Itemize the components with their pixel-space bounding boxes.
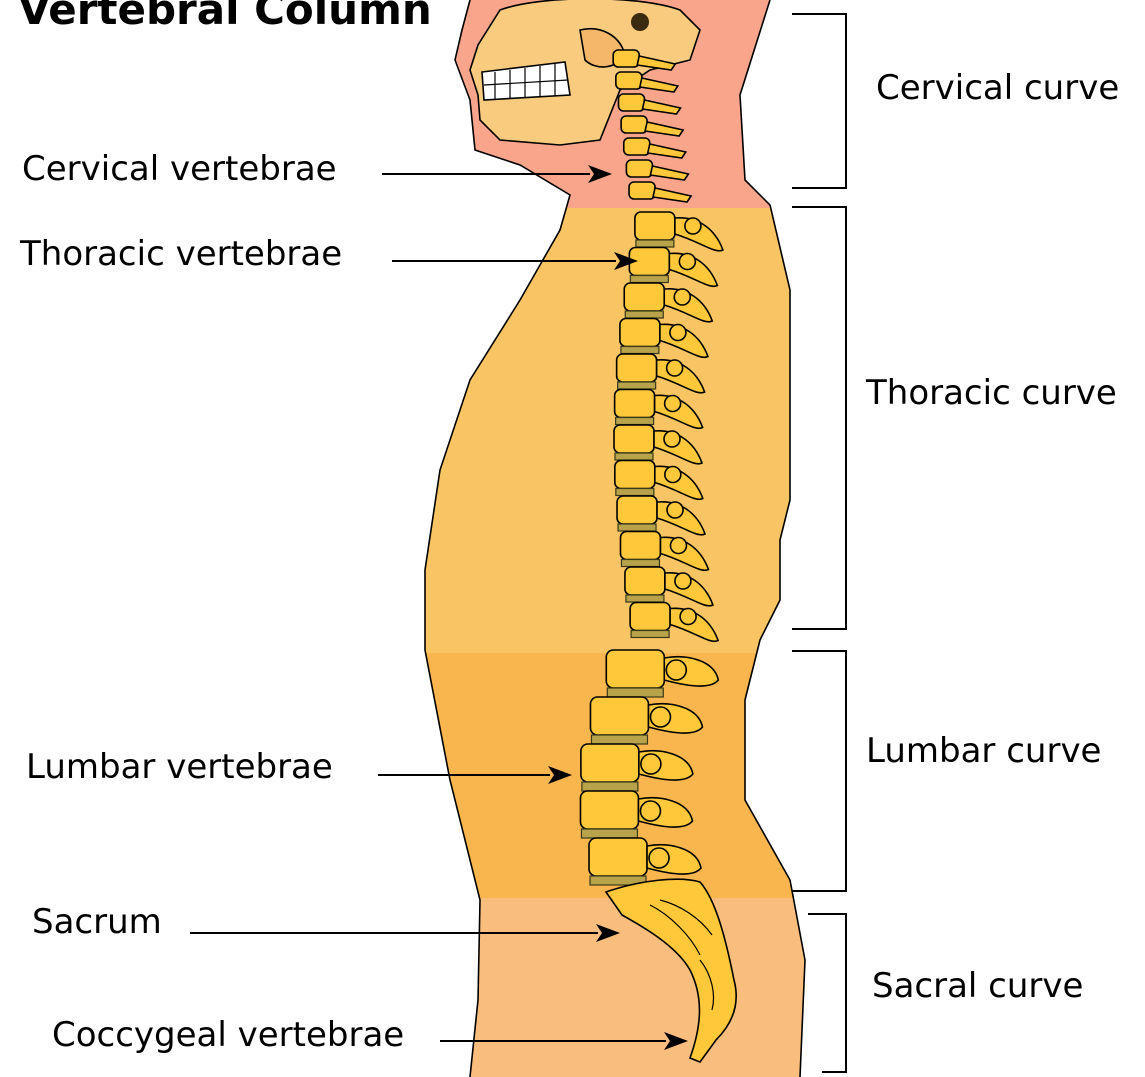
transverse-process <box>674 289 690 305</box>
intervertebral-disc <box>607 688 663 697</box>
transverse-process <box>675 573 691 589</box>
intervertebral-disc <box>616 489 654 496</box>
bracket-sacral-curve <box>808 914 846 1072</box>
lumbar-vertebra <box>589 838 647 876</box>
intervertebral-disc <box>616 418 654 425</box>
label-lumbar-curve: Lumbar curve <box>866 731 1101 771</box>
intervertebral-disc <box>582 782 638 791</box>
intervertebral-disc <box>630 276 668 283</box>
cervical-vertebra <box>616 72 642 89</box>
transverse-process <box>666 660 686 680</box>
transverse-process <box>685 218 701 234</box>
lumbar-vertebra <box>606 650 664 688</box>
label-lumbar-vertebrae: Lumbar vertebrae <box>26 747 333 787</box>
label-cervical-vertebrae: Cervical vertebrae <box>22 149 337 189</box>
transverse-process <box>649 848 669 868</box>
thoracic-vertebra <box>617 496 657 524</box>
thoracic-vertebra <box>630 603 670 631</box>
lumbar-vertebra <box>590 697 648 735</box>
transverse-process <box>667 502 683 518</box>
intervertebral-disc <box>591 735 647 744</box>
transverse-process <box>679 254 695 270</box>
ear-canal <box>631 13 649 31</box>
transverse-process <box>641 754 661 774</box>
label-sacrum: Sacrum <box>32 902 162 942</box>
transverse-process <box>650 707 670 727</box>
body-silhouette <box>400 0 820 1077</box>
lumbar-vertebra <box>581 744 639 782</box>
thoracic-region <box>400 208 820 653</box>
cervical-vertebra <box>626 160 652 177</box>
label-thoracic-curve: Thoracic curve <box>865 373 1117 413</box>
bracket-lumbar-curve <box>792 651 846 891</box>
thoracic-vertebra <box>635 212 675 240</box>
curve-brackets <box>792 14 846 1072</box>
bracket-thoracic-curve <box>792 207 846 629</box>
transverse-process <box>665 467 681 483</box>
lumbar-vertebra <box>580 791 638 829</box>
intervertebral-disc <box>581 829 637 838</box>
cervical-vertebra <box>624 138 650 155</box>
thoracic-vertebra <box>625 567 665 595</box>
thoracic-vertebra <box>620 319 660 347</box>
cervical-vertebra <box>618 94 644 111</box>
thoracic-vertebra <box>620 532 660 560</box>
sacral-region <box>400 898 820 1077</box>
cervical-vertebra <box>629 182 655 199</box>
thoracic-vertebra <box>614 425 654 453</box>
transverse-process <box>664 431 680 447</box>
diagram-title: Vertebral Column <box>18 0 432 34</box>
intervertebral-disc <box>621 560 659 567</box>
thoracic-vertebra <box>617 354 657 382</box>
thoracic-vertebra <box>615 390 655 418</box>
transverse-process <box>667 360 683 376</box>
label-sacral-curve: Sacral curve <box>872 966 1083 1006</box>
intervertebral-disc <box>615 453 653 460</box>
intervertebral-disc <box>625 311 663 318</box>
label-thoracic-vertebrae: Thoracic vertebrae <box>19 234 342 274</box>
intervertebral-disc <box>631 631 669 638</box>
intervertebral-disc <box>626 595 664 602</box>
intervertebral-disc <box>621 347 659 354</box>
intervertebral-disc <box>618 524 656 531</box>
label-cervical-curve: Cervical curve <box>876 68 1119 108</box>
intervertebral-disc <box>618 382 656 389</box>
transverse-process <box>640 801 660 821</box>
transverse-process <box>665 396 681 412</box>
transverse-process <box>670 538 686 554</box>
bracket-cervical-curve <box>792 14 846 188</box>
intervertebral-disc <box>636 240 674 247</box>
cervical-vertebra <box>621 116 647 133</box>
transverse-process <box>680 609 696 625</box>
thoracic-vertebra <box>615 461 655 489</box>
label-coccygeal-vertebrae: Coccygeal vertebrae <box>52 1015 404 1055</box>
transverse-process <box>670 325 686 341</box>
thoracic-vertebra <box>624 283 664 311</box>
cervical-vertebra <box>613 50 639 67</box>
